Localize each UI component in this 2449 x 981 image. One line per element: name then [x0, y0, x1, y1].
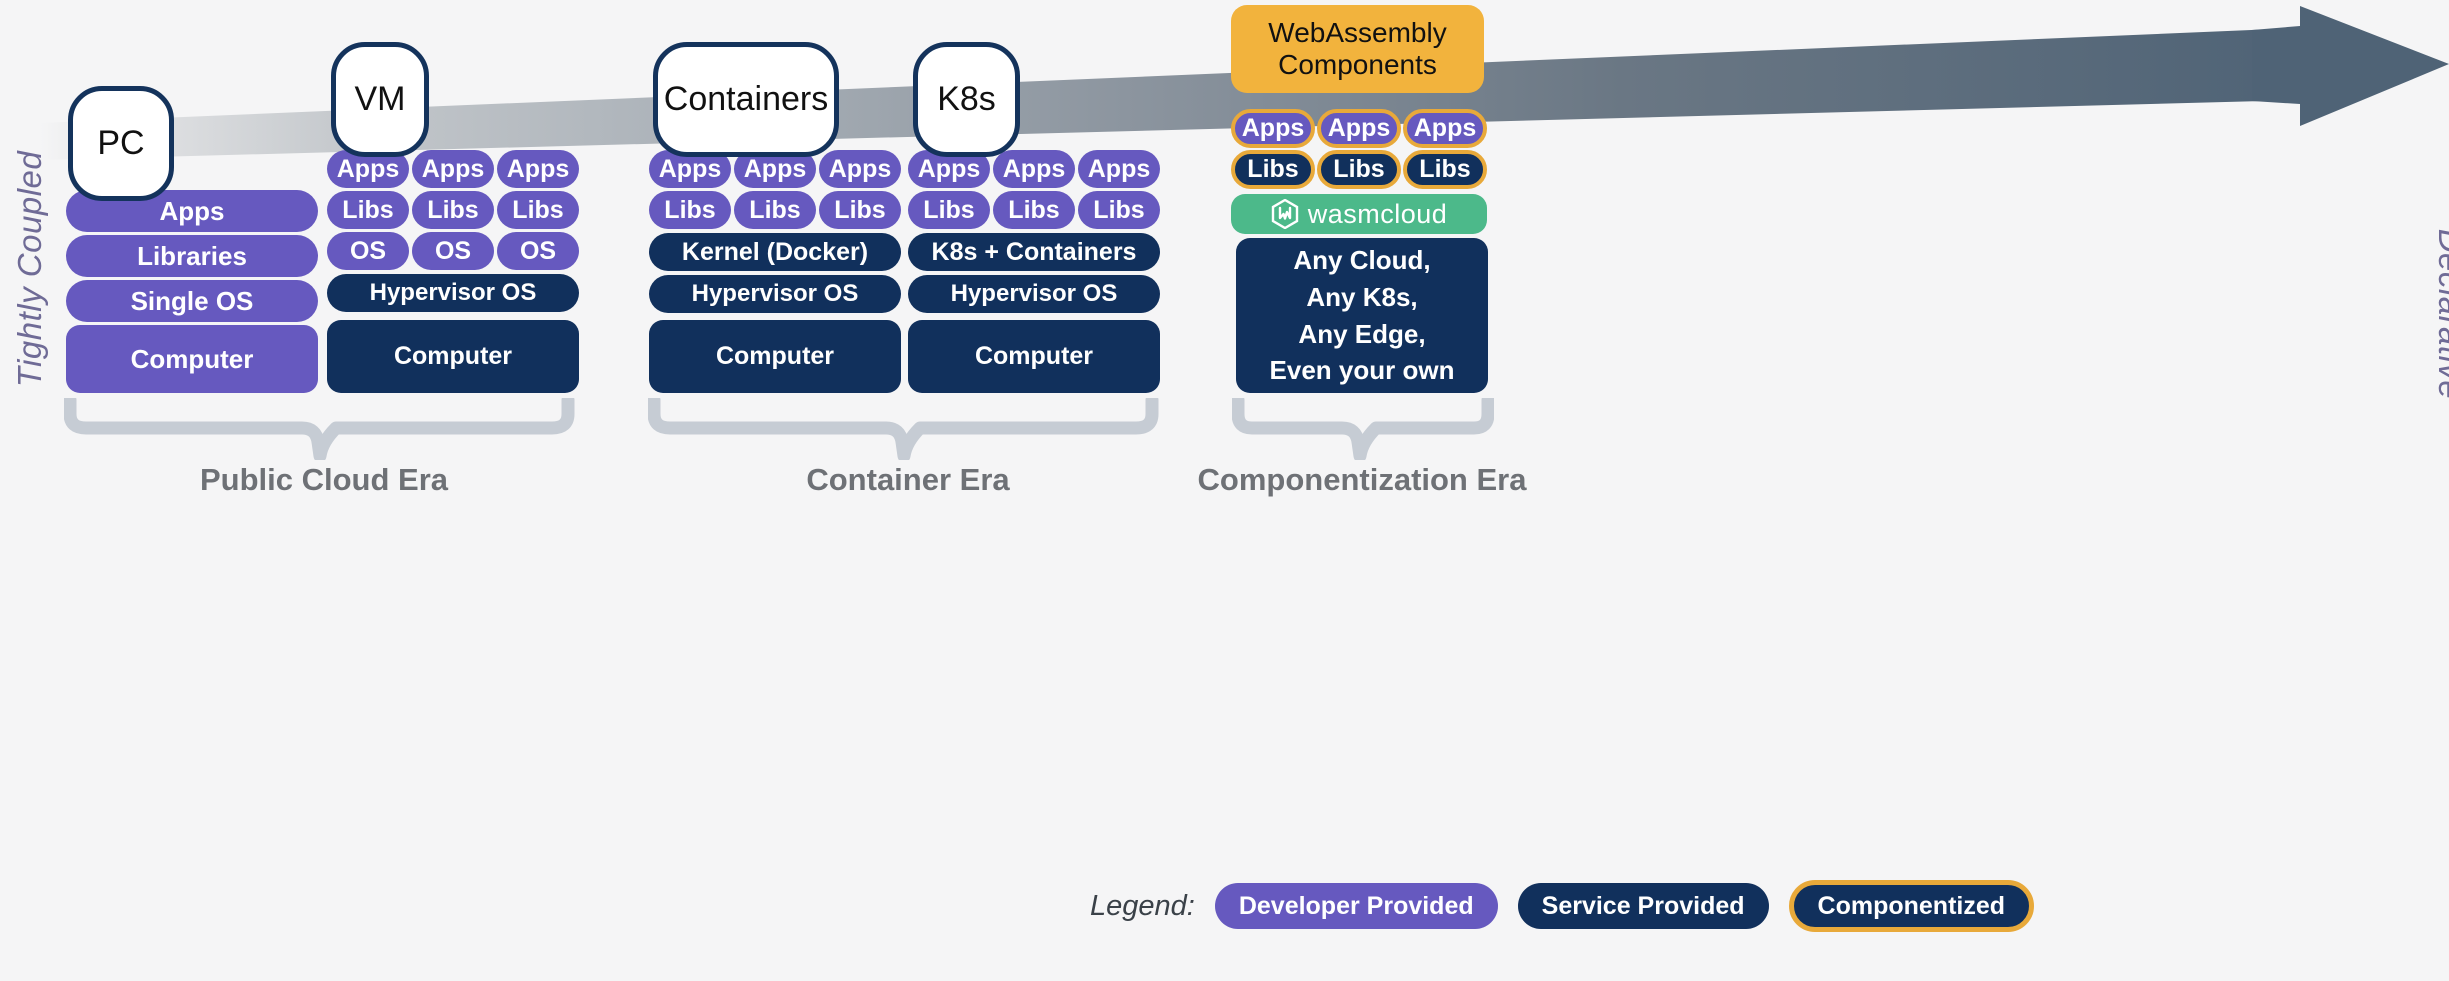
- wasm-component-3-libs[interactable]: Libs: [1403, 150, 1487, 189]
- docker-guest-3-apps[interactable]: Apps: [819, 150, 901, 188]
- pc-layer-single-os[interactable]: Single OS: [66, 280, 318, 322]
- k8s-guest-1-libs[interactable]: Libs: [908, 191, 990, 229]
- stage-node-containers[interactable]: Containers: [653, 42, 839, 157]
- brace-componentization-era: [1232, 398, 1494, 460]
- wasmcloud-hexagon-icon: [1271, 199, 1298, 229]
- k8s-guest-3-libs[interactable]: Libs: [1078, 191, 1160, 229]
- legend-chip-developer-provided[interactable]: Developer Provided: [1214, 883, 1498, 929]
- era-label-componentization: Componentization Era: [1197, 462, 1527, 497]
- era-label-container: Container Era: [806, 462, 1010, 497]
- progression-arrow-icon: [40, 6, 2449, 160]
- k8s-guest-2-libs[interactable]: Libs: [993, 191, 1075, 229]
- docker-guest-1-libs[interactable]: Libs: [649, 191, 731, 229]
- axis-label-declarative: Declarative: [2432, 228, 2449, 400]
- docker-hypervisor-os[interactable]: Hypervisor OS: [649, 275, 901, 313]
- wasm-platform-box: Any Cloud, Any K8s, Any Edge, Even your …: [1236, 238, 1488, 393]
- vm-hypervisor-os[interactable]: Hypervisor OS: [327, 274, 579, 312]
- wasm-platform-line-3: Any Edge,: [1298, 318, 1426, 349]
- vm-guest-1-libs[interactable]: Libs: [327, 191, 409, 229]
- axis-label-tightly-coupled: Tightly Coupled: [11, 150, 48, 388]
- brace-container-era: [648, 398, 1159, 460]
- k8s-hypervisor-os[interactable]: Hypervisor OS: [908, 275, 1160, 313]
- pc-layer-libraries[interactable]: Libraries: [66, 235, 318, 277]
- vm-guest-3-os[interactable]: OS: [497, 232, 579, 270]
- k8s-guest-3-apps[interactable]: Apps: [1078, 150, 1160, 188]
- legend-chip-componentized[interactable]: Componentized: [1788, 880, 2035, 932]
- wasm-component-1-libs[interactable]: Libs: [1231, 150, 1315, 189]
- wasm-platform-line-1: Any Cloud,: [1293, 244, 1431, 275]
- stage-node-k8s[interactable]: K8s: [913, 42, 1020, 157]
- docker-kernel[interactable]: Kernel (Docker): [649, 233, 901, 271]
- wasm-platform-line-2: Any K8s,: [1306, 281, 1418, 312]
- stage-node-pc[interactable]: PC: [68, 86, 174, 201]
- k8s-kernel[interactable]: K8s + Containers: [908, 233, 1160, 271]
- stage-node-webassembly-components[interactable]: WebAssembly Components: [1231, 5, 1484, 93]
- wasmcloud-wordmark: wasmcloud: [1307, 198, 1448, 229]
- wasm-component-3-apps[interactable]: Apps: [1403, 109, 1487, 148]
- docker-computer[interactable]: Computer: [649, 320, 901, 393]
- vm-guest-2-apps[interactable]: Apps: [412, 150, 494, 188]
- wasm-platform-line-4: Even your own: [1269, 355, 1455, 386]
- wasmcloud-runtime-bar: wasmcloud: [1231, 194, 1487, 234]
- wasm-component-2-apps[interactable]: Apps: [1317, 109, 1401, 148]
- legend: Legend: Developer Provided Service Provi…: [1090, 880, 2035, 932]
- k8s-computer[interactable]: Computer: [908, 320, 1160, 393]
- vm-guest-3-apps[interactable]: Apps: [497, 150, 579, 188]
- wasm-component-1-apps[interactable]: Apps: [1231, 109, 1315, 148]
- legend-title: Legend:: [1090, 889, 1195, 922]
- pc-layer-computer[interactable]: Computer: [66, 325, 318, 393]
- k8s-guest-2-apps[interactable]: Apps: [993, 150, 1075, 188]
- vm-computer[interactable]: Computer: [327, 320, 579, 393]
- stage-node-vm[interactable]: VM: [331, 42, 429, 157]
- vm-guest-1-os[interactable]: OS: [327, 232, 409, 270]
- brace-public-cloud-era: [64, 398, 575, 460]
- wasm-component-2-libs[interactable]: Libs: [1317, 150, 1401, 189]
- legend-chip-service-provided[interactable]: Service Provided: [1517, 883, 1769, 929]
- wasm-title-line-1: WebAssembly: [1268, 17, 1447, 49]
- vm-guest-2-os[interactable]: OS: [412, 232, 494, 270]
- vm-guest-3-libs[interactable]: Libs: [497, 191, 579, 229]
- vm-guest-2-libs[interactable]: Libs: [412, 191, 494, 229]
- era-label-public-cloud: Public Cloud Era: [199, 462, 449, 497]
- docker-guest-2-libs[interactable]: Libs: [734, 191, 816, 229]
- wasm-title-line-2: Components: [1278, 49, 1437, 80]
- docker-guest-3-libs[interactable]: Libs: [819, 191, 901, 229]
